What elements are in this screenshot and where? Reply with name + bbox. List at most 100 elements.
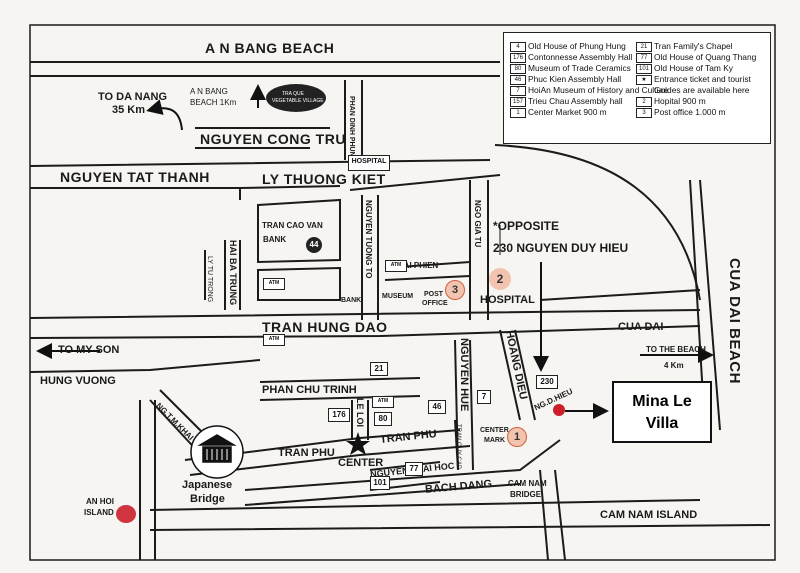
label-tran-hung-dao: TRAN HUNG DAO (262, 319, 388, 335)
poi-post-office: POST (424, 291, 444, 298)
road-cam-nam-bridge (539, 469, 566, 561)
road-le-loi (351, 400, 369, 440)
label-nguyen-tuong-to: NGUYEN TUONG TO (364, 200, 373, 279)
legend-text: Trieu Chau Assembly hall (528, 96, 623, 106)
legend-row: ★Entrance ticket and tourist (636, 74, 756, 85)
code-44: 44 (306, 237, 322, 253)
label-center: CENTER (338, 457, 384, 469)
label-to-my-son: TO MY SON (58, 344, 120, 356)
road-hung-vuong (29, 359, 261, 373)
label-cam-nam-bridge-b: BRIDGE (510, 490, 542, 499)
label-cam-nam-bridge: CAM NAM (508, 479, 547, 488)
label-to-the-beach-km: 4 Km (664, 361, 684, 370)
label-nguyen-hue: NGUYEN HUE (458, 338, 470, 412)
block-tran-cao-van (257, 198, 341, 264)
poi-center-mark: CENTER (480, 427, 509, 434)
poi-hospital-top: HOSPITAL (348, 155, 390, 171)
legend-text: Entrance ticket and tourist (654, 74, 751, 84)
block-atm (257, 266, 341, 301)
code-21: 21 (370, 362, 388, 376)
label-hung-vuong: HUNG VUONG (40, 375, 116, 387)
code-77: 77 (405, 462, 423, 476)
an-hoi-location-dot (116, 505, 136, 523)
center-star-icon (346, 432, 370, 455)
marker-3: 3 (445, 280, 465, 300)
road-an-bang (30, 61, 500, 77)
poi-bank-tcv: BANK (263, 235, 287, 244)
code-46: 46 (428, 400, 446, 414)
label-tran-phu-left: TRAN PHU (278, 447, 335, 459)
label-an-hoi-island: AN HOI (86, 497, 114, 506)
legend-text: Museum of Trade Ceramics (528, 63, 631, 73)
legend-code: 77 (636, 52, 652, 63)
legend-code: 7 (510, 85, 526, 96)
legend-text: Post office 1.000 m (654, 107, 726, 117)
villa-name-line1: Mina Le (632, 393, 692, 410)
legend-code: 2 (636, 96, 652, 107)
label-to-da-nang-km: 35 Km (112, 104, 146, 116)
legend-code: 21 (636, 41, 652, 52)
poi-post-office-b: OFFICE (422, 300, 448, 307)
label-ngo-gia-tu: NGO GIA TU (473, 200, 482, 248)
legend-text: Old House of Quang Thang (654, 52, 757, 62)
road-left-vertical (139, 400, 156, 560)
road-nguyen-tuong-to (361, 195, 379, 320)
poi-bank-small: BANK (341, 297, 362, 304)
poi-museum: MUSEUM (382, 293, 414, 300)
legend-code: 176 (510, 52, 526, 63)
label-an-bang-1km-b: BEACH 1Km (190, 98, 237, 107)
road-bach-dang (244, 439, 561, 506)
map-frame (29, 24, 776, 561)
label-japanese-bridge: Japanese (182, 479, 233, 491)
legend-text: Hopital 900 m (654, 96, 706, 106)
arrow-to-da-nang (146, 99, 183, 131)
code-101: 101 (370, 476, 390, 490)
road-hai-ba-trung (224, 240, 241, 310)
label-cua-dai-beach: CUA DAI BEACH (726, 258, 743, 384)
legend-row: Guides are available here (636, 85, 756, 96)
legend-code: 4 (510, 41, 526, 52)
label-an-bang-beach: A N BANG BEACH (205, 40, 335, 56)
japanese-bridge-icon (190, 425, 244, 479)
marker-2: 2 (489, 268, 511, 290)
road-nguyen-cong-tru (195, 127, 330, 149)
label-ly-tu-trong: LY TU TRONG (206, 256, 213, 303)
villa-location-dot (553, 404, 565, 416)
marker-1: 1 (507, 427, 527, 447)
label-japanese-bridge-b: Bridge (190, 493, 225, 505)
villa-name-line2: Villa (645, 415, 679, 432)
label-thai-phien: THAI PHIEN (393, 261, 439, 270)
road-cam-nam-island (149, 499, 771, 531)
label-hai-ba-trung: HAI BA TRUNG (228, 240, 238, 306)
poi-atm-le-loi: ATM (372, 396, 394, 408)
legend-text: Tran Family's Chapel (654, 41, 733, 51)
poi-atm-tran-hung-dao: ATM (263, 334, 285, 346)
label-ly-thuong-kiet: LY THUONG KIET (262, 171, 386, 187)
poi-atm-thai-phien: ATM (385, 260, 407, 272)
label-tran-quy-cap: TRAN QUY CAP (455, 424, 461, 469)
code-80: 80 (374, 412, 392, 426)
legend-code: ★ (636, 74, 652, 85)
road-tran-quy-cap (454, 419, 459, 471)
code-176: 176 (328, 408, 350, 422)
note-address: 230 NGUYEN DUY HIEU (493, 241, 629, 255)
legend-text: Center Market 900 m (528, 107, 607, 117)
legend-code: 101 (636, 63, 652, 74)
code-230: 230 (536, 375, 558, 389)
label-cua-dai: CUA DAI (618, 321, 664, 333)
label-phan-chu-trinh: PHAN CHU TRINH (262, 384, 357, 396)
legend-code: 46 (510, 74, 526, 85)
label-phan-dinh-phung: PHAN DINH PHUNG (348, 96, 355, 163)
label-le-loi: LE LOI (355, 398, 365, 427)
label-cam-nam-island: CAM NAM ISLAND (600, 509, 698, 521)
label-nguyen-cong-tru: NGUYEN CONG TRU (200, 131, 346, 147)
